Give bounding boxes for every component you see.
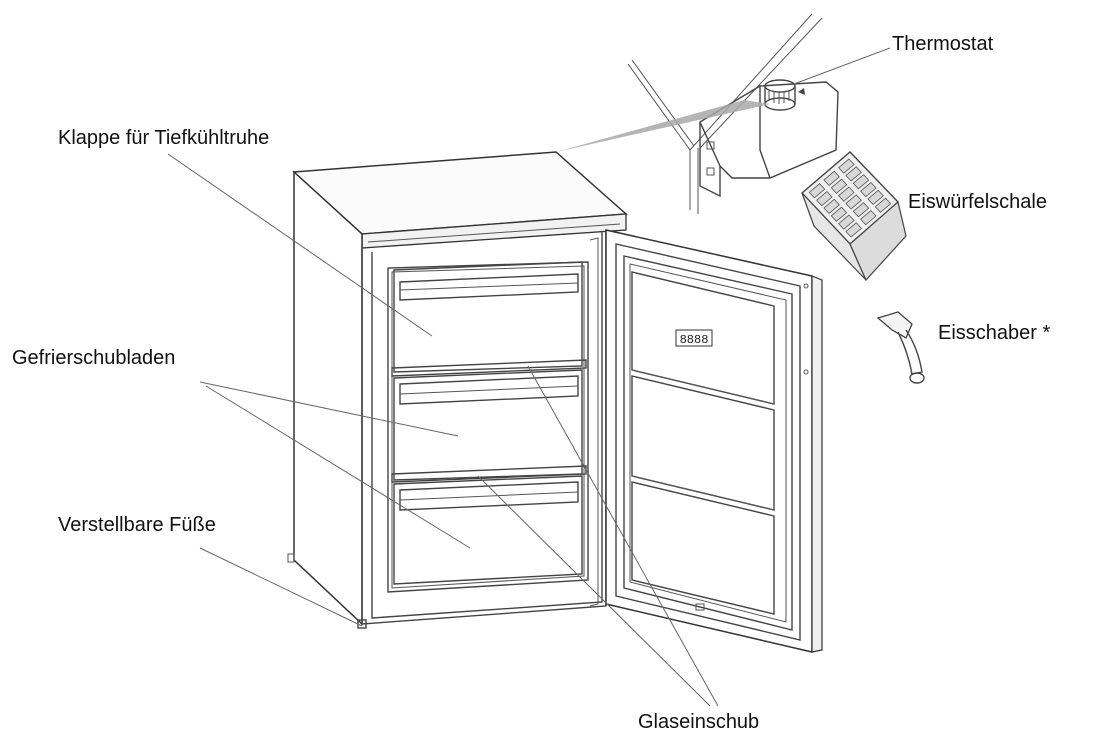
leader-lines bbox=[167, 47, 891, 707]
door-display-text: 8888 bbox=[680, 333, 709, 347]
thermostat-inset bbox=[627, 13, 839, 214]
ice-tray-cell bbox=[823, 198, 840, 215]
ice-tray-cell bbox=[852, 174, 870, 190]
freezer-cabinet bbox=[287, 151, 628, 629]
ice-tray-cell bbox=[852, 202, 870, 218]
ice-tray-cell bbox=[808, 183, 826, 199]
ice-tray-cell bbox=[860, 181, 877, 198]
ice-tray-cell bbox=[830, 206, 848, 222]
label-thermostat: Thermostat bbox=[892, 33, 994, 55]
ice-tray-cell bbox=[845, 222, 862, 238]
label-glaseinschub: Glaseinschub bbox=[638, 711, 760, 733]
ice-tray-cell bbox=[838, 214, 855, 230]
label-eisschaber: Eisschaber * bbox=[938, 322, 1051, 344]
ice-tray-cell bbox=[838, 186, 855, 202]
ice-tray-cell bbox=[830, 178, 848, 194]
label-gefrierschubladen: Gefrierschubladen bbox=[12, 347, 176, 369]
freezer-door: 8888 bbox=[605, 229, 823, 653]
ice-cube-tray bbox=[800, 151, 907, 282]
label-eiswuerfelschale: Eiswürfelschale bbox=[908, 191, 1047, 213]
ice-tray-cell bbox=[845, 194, 862, 210]
door-display bbox=[675, 329, 713, 347]
ice-tray-cell bbox=[860, 209, 877, 226]
ice-tray-cell bbox=[823, 170, 840, 187]
ice-tray-cell bbox=[867, 189, 884, 206]
ice-tray-cell bbox=[845, 166, 862, 182]
ice-scraper bbox=[876, 311, 925, 384]
ice-tray-cell bbox=[874, 197, 892, 213]
ice-tray-cell bbox=[838, 158, 855, 174]
label-verstellbare-fuesse: Verstellbare Füße bbox=[58, 514, 216, 536]
ice-tray-cell bbox=[816, 190, 833, 207]
label-klappe: Klappe für Tiefkühltruhe bbox=[58, 127, 270, 149]
